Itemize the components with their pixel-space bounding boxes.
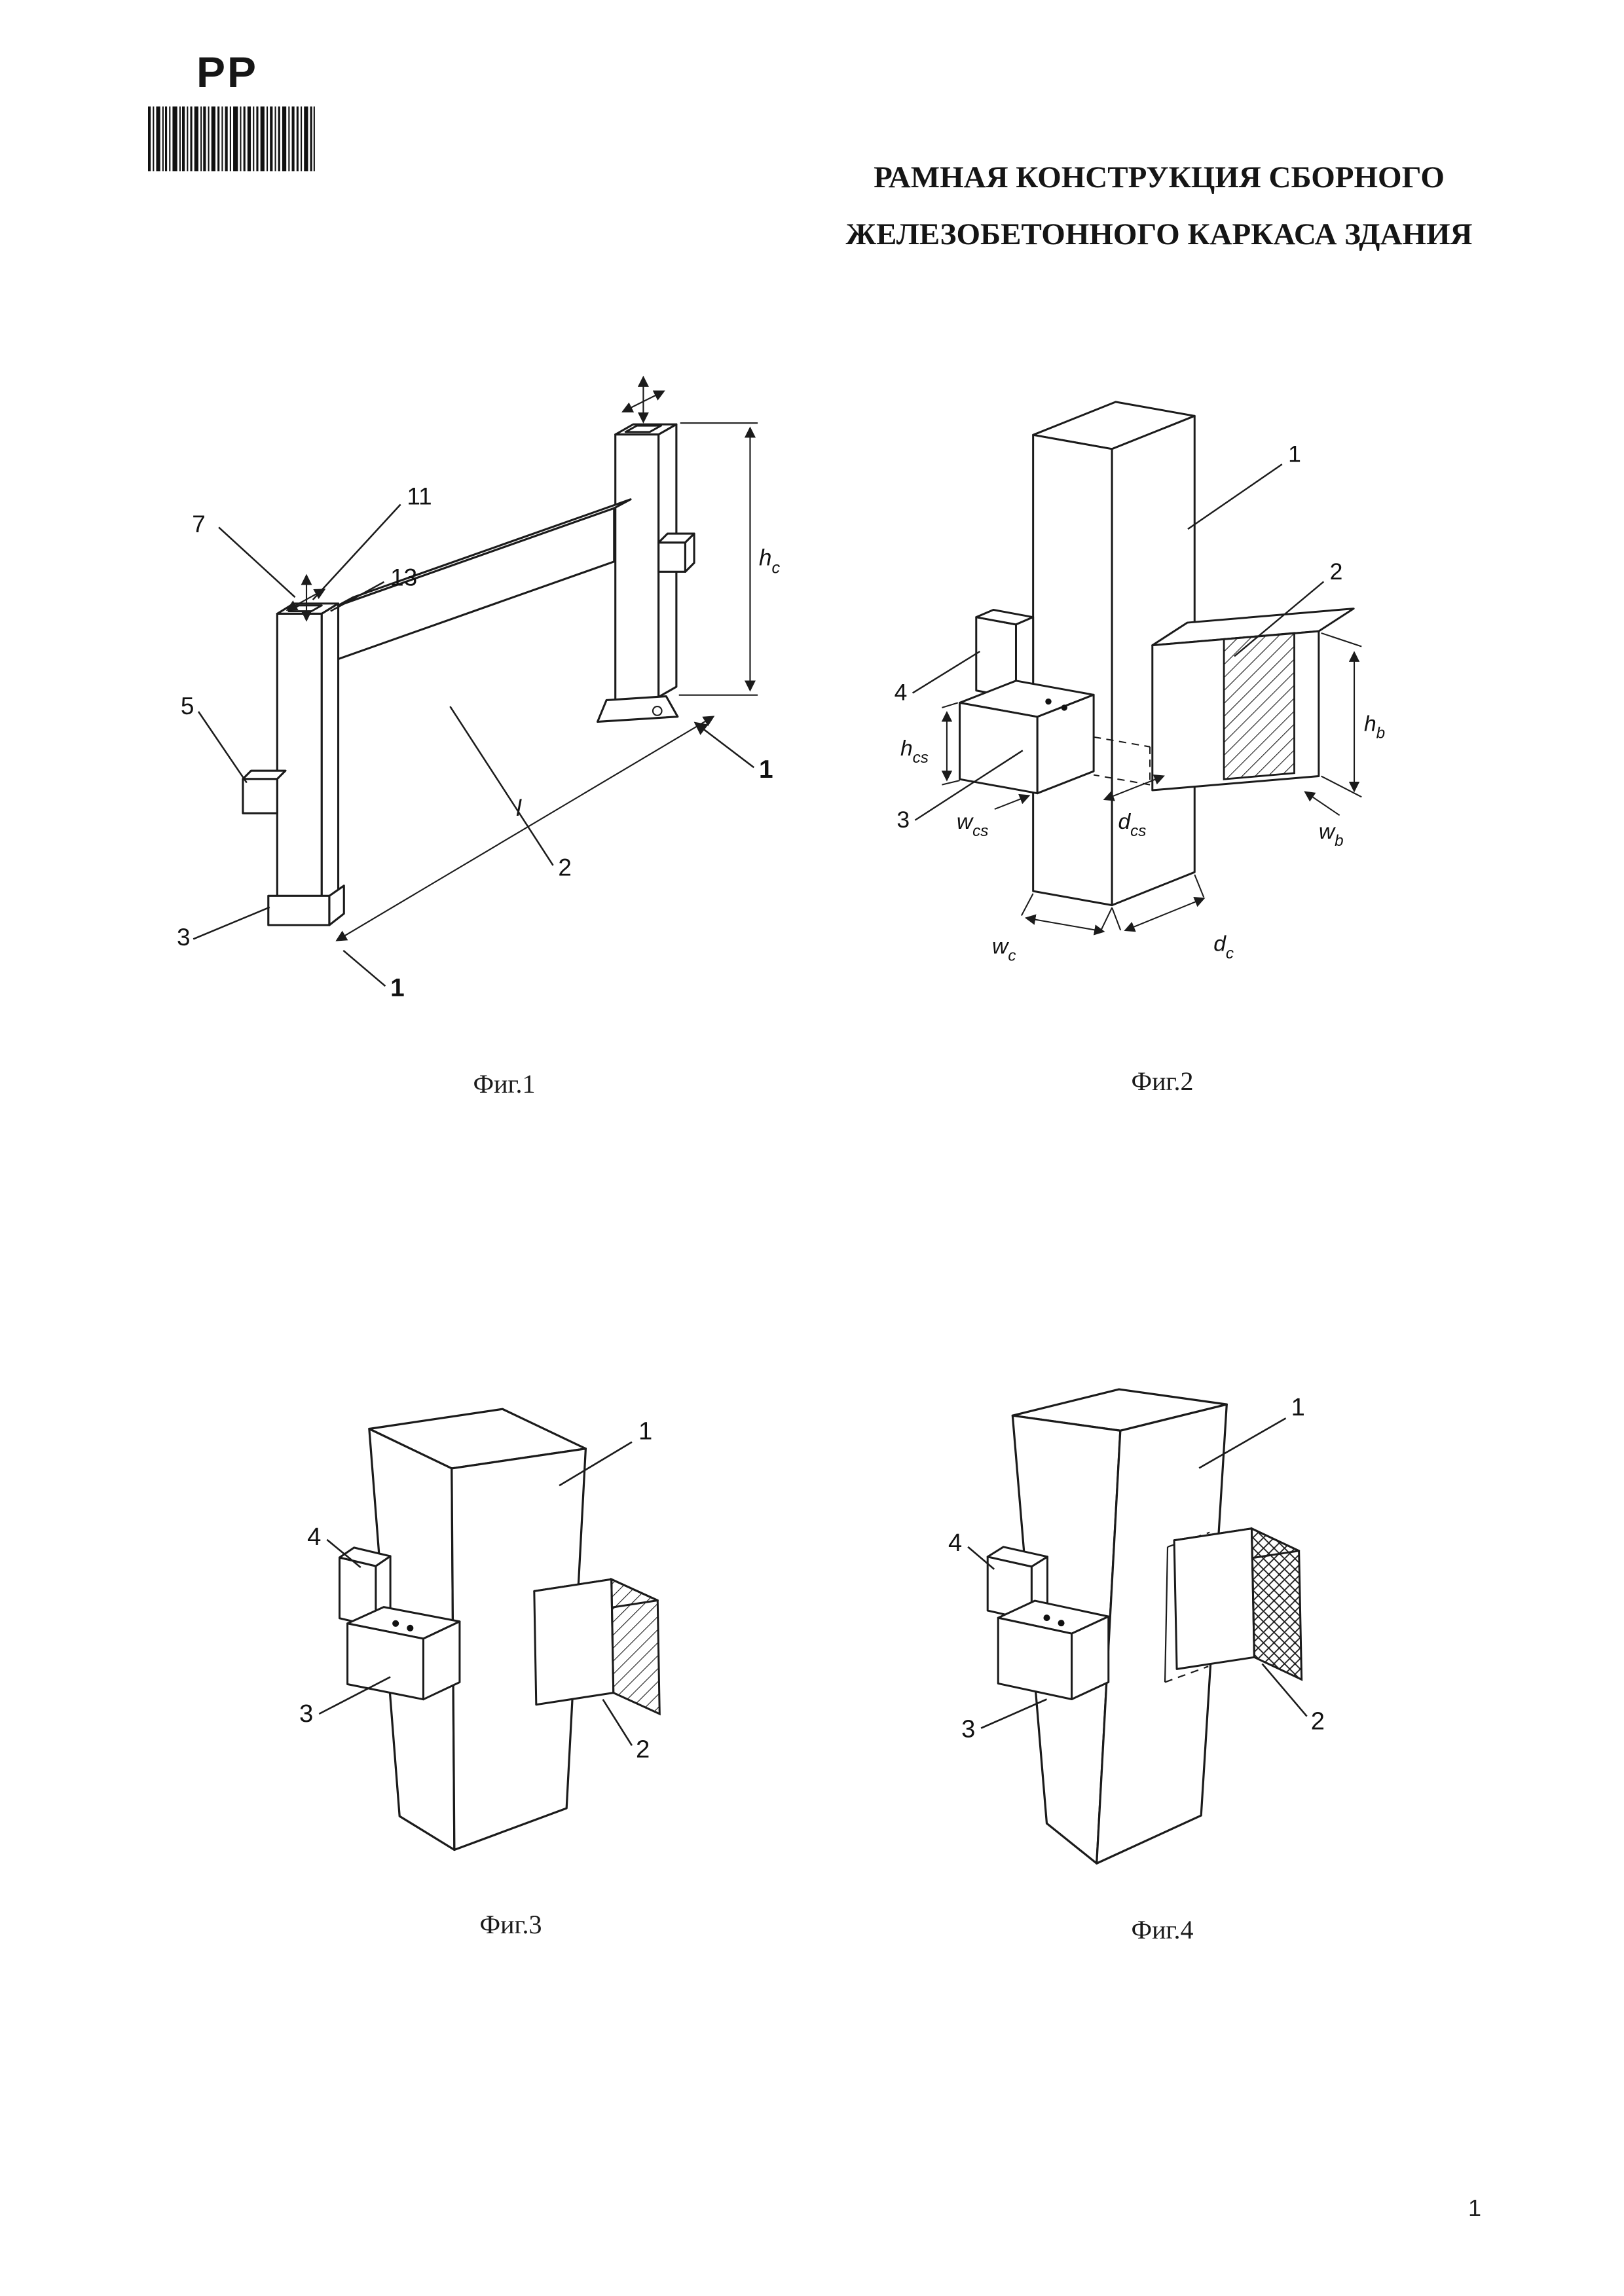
fig3-label-2: 2 (636, 1735, 650, 1763)
fig1-right-footing (596, 695, 679, 723)
fig2-dim-dc-text: dc (1213, 932, 1234, 962)
fig3-caption: Фиг.3 (479, 1909, 542, 1939)
fig1-label-5: 5 (181, 693, 194, 720)
fig1-label-2: 2 (558, 854, 572, 881)
fig2-dim-dcs-sub: cs (1130, 822, 1146, 840)
fig2-dim-hcs-main: h (900, 737, 913, 761)
fig2-dim-hb-sub: b (1376, 725, 1386, 742)
fig1-label-1b: 1 (759, 756, 773, 784)
fig4-label-1: 1 (1291, 1394, 1305, 1421)
fig1-label-1a: 1 (390, 974, 405, 1002)
fig2-corbel-upper (975, 608, 1035, 699)
fig2-dimension-wb: wb (1304, 791, 1344, 850)
figure-4-drawing: 1 4 3 2 (948, 1388, 1325, 1865)
fig2-caption: Фиг.2 (1131, 1066, 1194, 1097)
fig2-dim-wc-main: w (992, 934, 1010, 958)
figure-3-drawing: 1 4 3 2 (299, 1408, 661, 1851)
fig1-label-7: 7 (192, 511, 206, 538)
barcode-bars (148, 106, 315, 172)
fig2-label-1: 1 (1288, 441, 1301, 467)
fig3-corbel (346, 1606, 461, 1701)
fig2-dimension-wcs: wcs (957, 793, 1031, 840)
fig2-dim-wb-sub: b (1335, 832, 1344, 850)
fig1-dim-l-text: l (516, 795, 522, 821)
figure-1: hc (177, 363, 832, 1099)
fig2-dim-hb-main: h (1364, 712, 1376, 736)
document-kind-mark: PP (196, 48, 259, 96)
fig2-beam-cut-hatch (1223, 632, 1295, 780)
fig1-dim-hc-main: h (759, 545, 771, 571)
fig1-anchor-cross-right (621, 375, 665, 424)
fig3-beam (533, 1577, 661, 1716)
fig2-dimension-hcs: hcs (900, 702, 960, 786)
fig2-leaders: 1 2 4 3 (895, 441, 1343, 833)
fig1-right-corbel (657, 532, 695, 573)
figure-3: 1 4 3 2 Фиг.3 (298, 1388, 724, 1940)
barcode (148, 106, 315, 172)
fig1-label-3: 3 (177, 924, 191, 951)
figure-2: hcs wcs dcs hb wb wc (891, 401, 1434, 1097)
figure-4: 1 4 3 2 Фиг.4 (943, 1375, 1382, 1945)
fig2-dim-wc-text: wc (992, 934, 1016, 964)
fig2-dim-wc-sub: c (1008, 947, 1016, 965)
fig2-dimension-dc: dc (1111, 874, 1234, 962)
fig1-leaders: 7 11 13 5 3 1 2 1 (177, 483, 773, 1002)
fig1-dim-hc-sub: c (771, 558, 780, 577)
fig4-caption: Фиг.4 (1131, 1915, 1194, 1945)
fig2-label-4: 4 (895, 680, 908, 706)
fig3-column (368, 1408, 587, 1851)
fig4-leaders: 1 4 3 2 (948, 1394, 1325, 1743)
fig2-label-3: 3 (896, 807, 910, 833)
fig1-caption: Фиг.1 (473, 1068, 536, 1099)
fig2-dimension-wc: wc (992, 893, 1113, 965)
fig2-beam (1151, 608, 1355, 792)
fig4-beam-cut-hatch (1250, 1527, 1303, 1681)
patent-title-line2: ЖЕЛЕЗОБЕТОННОГО КАРКАСА ЗДАНИЯ (845, 217, 1473, 251)
figure-2-drawing: hcs wcs dcs hb wb wc (895, 401, 1385, 965)
fig2-dim-dcs-text: dcs (1118, 810, 1146, 840)
fig1-dimension-hc: hc (678, 422, 780, 696)
fig2-dimension-dcs: dcs (1103, 774, 1165, 840)
fig3-label-3: 3 (299, 1700, 313, 1728)
fig1-dim-hc-text: hc (759, 545, 780, 577)
fig3-label-4: 4 (307, 1523, 321, 1551)
fig2-corbel (959, 680, 1095, 795)
fig2-dim-dc-sub: c (1226, 945, 1234, 962)
fig2-label-2: 2 (1330, 558, 1343, 585)
fig2-dim-hcs-text: hcs (900, 737, 929, 767)
fig2-dim-wcs-main: w (957, 810, 974, 834)
fig1-left-column (242, 574, 345, 926)
fig4-beam (1173, 1527, 1303, 1681)
fig1-left-corbel (242, 769, 287, 814)
fig3-leaders: 1 4 3 2 (299, 1417, 652, 1764)
fig2-dim-wcs-sub: cs (972, 822, 988, 840)
fig3-corbel-upper (338, 1546, 392, 1628)
fig2-dim-wcs-text: wcs (957, 810, 989, 840)
page-number: 1 (1468, 2195, 1482, 2221)
patent-title: РАМНАЯ КОНСТРУКЦИЯ СБОРНОГО ЖЕЛЕЗОБЕТОНН… (773, 149, 1545, 263)
fig1-label-11: 11 (407, 483, 432, 509)
fig2-dim-hcs-sub: cs (913, 749, 929, 767)
fig4-label-3: 3 (961, 1716, 975, 1743)
fig2-dimension-hb: hb (1321, 632, 1385, 798)
fig3-beam-cut-hatch (610, 1577, 661, 1716)
fig2-dim-dc-main: d (1213, 932, 1227, 957)
patent-title-line1: РАМНАЯ КОНСТРУКЦИЯ СБОРНОГО (874, 160, 1445, 194)
figure-1-drawing: hc (177, 375, 780, 1002)
fig4-corbel (997, 1599, 1110, 1701)
fig3-label-1: 1 (638, 1417, 652, 1446)
fig2-dim-wb-main: w (1319, 820, 1337, 844)
fig4-label-2: 2 (1311, 1708, 1325, 1736)
fig2-dim-wb-text: wb (1319, 820, 1344, 850)
fig4-label-4: 4 (948, 1529, 962, 1557)
fig2-dim-dcs-main: d (1118, 810, 1131, 834)
fig1-dimension-l: l (335, 716, 715, 941)
fig1-label-13: 13 (390, 564, 417, 591)
fig1-beam (336, 498, 632, 661)
fig2-dim-hb-text: hb (1364, 712, 1385, 742)
